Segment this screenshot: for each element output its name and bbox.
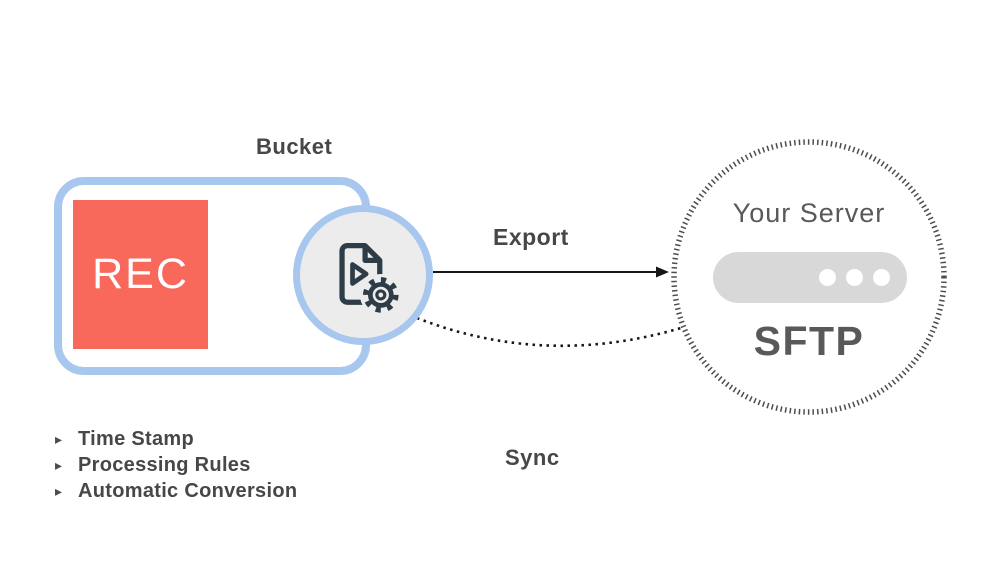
- bullet-arrow-icon: ▸: [55, 482, 63, 499]
- server-led-dot: [846, 269, 863, 286]
- server-title: Your Server: [732, 198, 886, 228]
- bullet-arrow-icon: ▸: [55, 456, 63, 473]
- sync-dotted-curve: [416, 316, 682, 348]
- play-icon: [350, 262, 369, 286]
- export-arrow-head: [656, 266, 669, 278]
- document-fold: [362, 245, 380, 263]
- bullet-arrow-icon: ▸: [55, 430, 63, 447]
- feature-label: Processing Rules: [78, 453, 251, 476]
- processing-circle: [293, 205, 433, 345]
- list-item: ▸ Automatic Conversion: [55, 478, 297, 504]
- bucket-label: Bucket: [256, 134, 333, 159]
- list-item: ▸ Processing Rules: [55, 452, 297, 478]
- feature-list: ▸ Time Stamp ▸ Processing Rules ▸ Automa…: [55, 426, 297, 504]
- server-pill: [713, 252, 907, 303]
- server-led-dot: [819, 269, 836, 286]
- list-item: ▸ Time Stamp: [55, 426, 297, 452]
- feature-label: Time Stamp: [78, 427, 194, 450]
- gear-hub: [375, 289, 387, 301]
- server-led-dot: [873, 269, 890, 286]
- rec-square: REC: [73, 200, 208, 349]
- video-file-gear-icon: [339, 243, 402, 316]
- export-label: Export: [493, 224, 569, 250]
- rec-label: REC: [92, 250, 189, 298]
- gear-ring: [367, 282, 394, 308]
- feature-label: Automatic Conversion: [78, 479, 298, 502]
- server-protocol-label: SFTP: [753, 318, 865, 364]
- sync-label: Sync: [505, 445, 560, 470]
